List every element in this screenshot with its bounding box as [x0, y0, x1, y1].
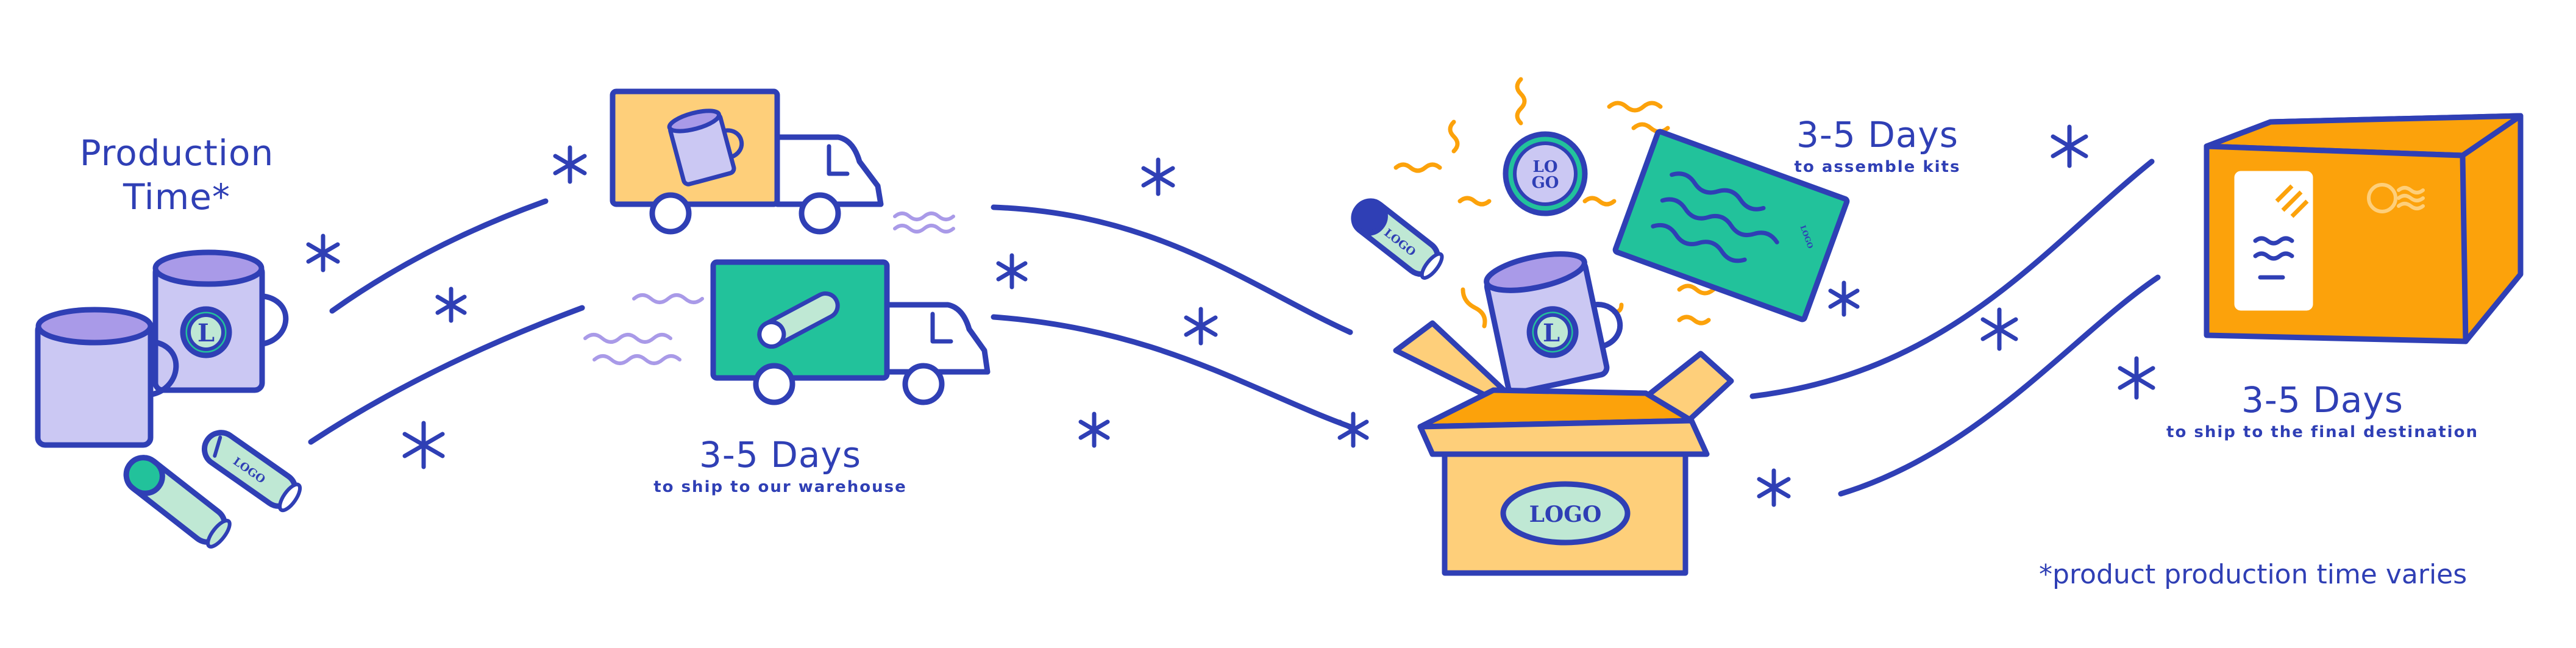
sparkle-star: [1980, 307, 2018, 351]
mug-back: [152, 249, 289, 393]
sparkle-star: [402, 421, 445, 469]
sparkle-star: [435, 287, 467, 323]
kit-box: [1393, 320, 1734, 576]
shipping-box: [2204, 113, 2524, 344]
sparkles: [306, 124, 2155, 507]
route-lines: [308, 158, 2161, 497]
route-line: [1749, 158, 2155, 399]
mug-flying: [1484, 251, 1623, 396]
badge-logo-bottom: GO: [1532, 174, 1559, 192]
sparkle-star: [553, 145, 587, 184]
ship-warehouse-text: to ship to our warehouse: [653, 478, 907, 496]
sparkle-star: [2118, 356, 2155, 400]
badge-logo-top: LO: [1533, 158, 1558, 176]
ship-final-days: 3-5 Days: [2241, 379, 2403, 421]
pen-lower-left: [123, 455, 232, 549]
postmark-icon: [2367, 183, 2425, 213]
production-items: [35, 249, 302, 549]
ship-final-caption: 3-5 Days to ship to the final destinatio…: [2133, 378, 2511, 443]
box-flap: [1393, 320, 1514, 399]
shipping-label: [2234, 171, 2313, 311]
excitement-squiggles: [1393, 77, 1733, 329]
footnote: *product production time varies: [2039, 559, 2467, 590]
squiggle: [1677, 315, 1711, 326]
squiggle: [1461, 287, 1487, 329]
squiggle: [1607, 101, 1663, 113]
truck-yellow: [610, 88, 884, 235]
ship-final-text: to ship to the final destination: [2166, 423, 2478, 441]
motion-wiggle: [583, 333, 672, 344]
assembly-items: [1351, 129, 1850, 396]
squiggle: [1457, 196, 1492, 207]
sparkle-star: [2051, 124, 2088, 168]
sparkle-star: [1078, 411, 1110, 448]
sparkle-star: [1828, 280, 1860, 317]
route-line: [991, 314, 1353, 430]
assemble-text: to assemble kits: [1794, 158, 1961, 176]
motion-wiggle: [893, 212, 955, 221]
logo-badge: [1503, 131, 1588, 216]
pen-flying: [1351, 198, 1444, 280]
motion-wiggle: [893, 224, 955, 233]
box-logo: [1500, 481, 1631, 546]
postcard: [1612, 129, 1850, 322]
production-title-line1: Production: [79, 132, 274, 174]
sparkle-star: [1141, 157, 1175, 196]
pen-logo: [201, 430, 302, 513]
motion-wiggle: [632, 293, 704, 304]
route-line: [329, 198, 549, 314]
mug-icon: [667, 109, 744, 187]
sparkle-star: [1184, 307, 1218, 346]
squiggle: [1515, 77, 1527, 126]
mug-letter: L: [1543, 319, 1560, 347]
squiggle: [1448, 119, 1460, 154]
route-line: [1838, 274, 2161, 497]
box-logo-text: LOGO: [1529, 502, 1602, 527]
pen-icon: [757, 291, 840, 349]
label-waves: [2253, 236, 2294, 280]
assemble-caption: 3-5 Days to assemble kits: [1749, 113, 2005, 177]
sparkle-star: [306, 233, 340, 272]
squiggle: [1393, 162, 1442, 173]
sparkle-star: [1337, 411, 1369, 448]
assemble-days: 3-5 Days: [1796, 114, 1959, 155]
label-stripes: [2275, 184, 2309, 218]
production-title-line2: Time*: [123, 176, 230, 218]
mug-letter: L: [197, 319, 215, 347]
route-line: [308, 305, 585, 445]
box-flap: [1417, 418, 1710, 457]
ship-warehouse-caption: 3-5 Days to ship to our warehouse: [622, 433, 939, 497]
route-line: [991, 204, 1353, 335]
squiggle: [1582, 196, 1617, 207]
motion-wiggle: [592, 354, 681, 365]
mug-front: [35, 307, 179, 448]
sparkle-star: [996, 253, 1028, 290]
truck-green: [710, 259, 991, 405]
production-title: Production Time*: [73, 131, 280, 219]
motion-lines: [583, 212, 955, 365]
ship-warehouse-days: 3-5 Days: [699, 434, 861, 475]
sparkle-star: [1757, 468, 1791, 507]
